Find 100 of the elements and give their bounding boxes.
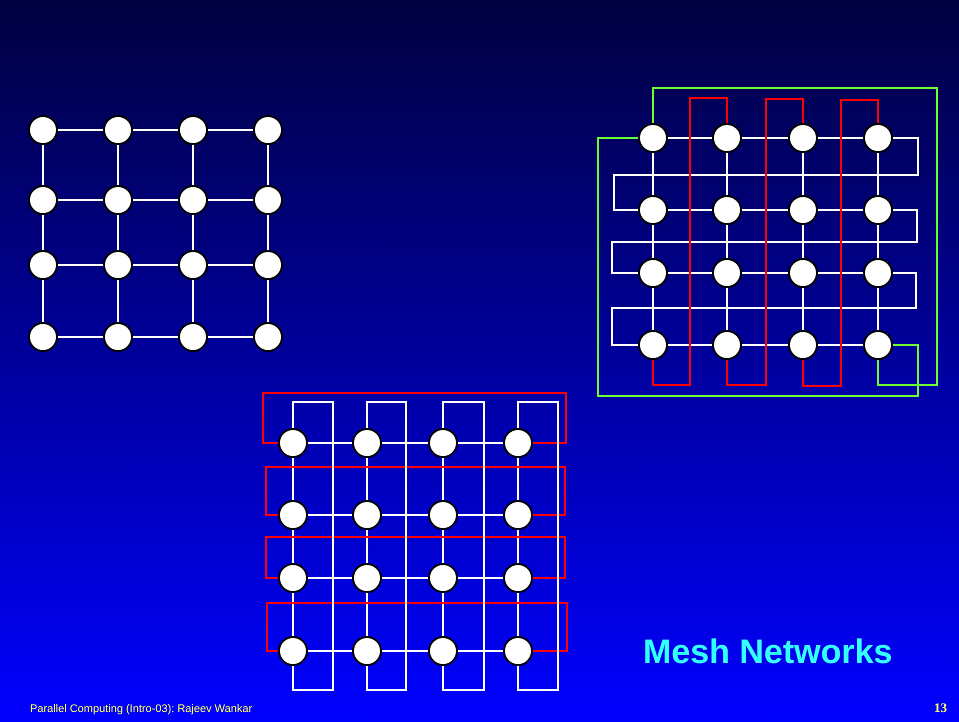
connector-line xyxy=(668,344,712,346)
connector-line xyxy=(597,137,919,397)
connector-line xyxy=(613,137,919,211)
connector-line xyxy=(877,225,879,258)
node-circle xyxy=(788,330,818,360)
node-circle xyxy=(863,195,893,225)
node-circle xyxy=(503,500,533,530)
connector-line xyxy=(208,129,253,131)
node-circle xyxy=(863,330,893,360)
connector-line xyxy=(292,458,294,500)
connector-line xyxy=(208,199,253,201)
node-circle xyxy=(103,322,133,352)
node-circle xyxy=(503,636,533,666)
node-circle xyxy=(428,636,458,666)
connector-line xyxy=(611,209,918,274)
page-number: 13 xyxy=(934,700,947,716)
connector-line xyxy=(382,442,428,444)
node-circle xyxy=(503,428,533,458)
node-circle xyxy=(28,322,58,352)
node-circle xyxy=(788,258,818,288)
node-circle xyxy=(28,115,58,145)
connector-line xyxy=(726,225,728,258)
connector-line xyxy=(366,530,368,563)
node-circle xyxy=(278,500,308,530)
node-circle xyxy=(428,563,458,593)
connector-line xyxy=(133,336,178,338)
node-circle xyxy=(638,330,668,360)
connector-line xyxy=(742,344,788,346)
connector-line xyxy=(267,280,269,322)
connector-line xyxy=(442,530,444,563)
connector-line xyxy=(442,458,444,500)
connector-line xyxy=(42,280,44,322)
connector-line xyxy=(742,137,788,139)
connector-line xyxy=(117,215,119,250)
node-circle xyxy=(638,258,668,288)
connector-line xyxy=(802,225,804,258)
connector-line xyxy=(458,514,503,516)
connector-line xyxy=(192,215,194,250)
connector-line xyxy=(802,99,879,387)
node-circle xyxy=(278,563,308,593)
connector-line xyxy=(366,593,368,636)
connector-line xyxy=(208,264,253,266)
connector-line xyxy=(292,530,294,563)
node-circle xyxy=(178,185,208,215)
slide-title: Mesh Networks xyxy=(643,633,892,672)
node-circle xyxy=(103,185,133,215)
connector-line xyxy=(742,209,788,211)
footer-text: Parallel Computing (Intro-03): Rajeev Wankar xyxy=(30,703,252,715)
connector-line xyxy=(517,530,519,563)
node-circle xyxy=(103,115,133,145)
connector-line xyxy=(58,336,103,338)
node-circle xyxy=(178,322,208,352)
connector-line xyxy=(517,401,559,691)
connector-line xyxy=(382,650,428,652)
connector-line xyxy=(42,215,44,250)
connector-line xyxy=(442,593,444,636)
connector-line xyxy=(58,129,103,131)
connector-line xyxy=(442,401,485,691)
connector-line xyxy=(668,209,712,211)
connector-line xyxy=(308,442,352,444)
node-circle xyxy=(253,322,283,352)
connector-line xyxy=(652,288,654,330)
node-circle xyxy=(178,250,208,280)
node-circle xyxy=(712,330,742,360)
connector-line xyxy=(382,514,428,516)
connector-line xyxy=(458,577,503,579)
node-circle xyxy=(503,563,533,593)
node-circle xyxy=(712,123,742,153)
connector-line xyxy=(267,215,269,250)
connector-line xyxy=(652,153,654,195)
connector-line xyxy=(818,272,863,274)
connector-line xyxy=(133,264,178,266)
node-circle xyxy=(278,428,308,458)
connector-line xyxy=(265,466,566,516)
connector-line xyxy=(117,145,119,185)
node-circle xyxy=(712,258,742,288)
connector-line xyxy=(458,650,503,652)
connector-line xyxy=(308,514,352,516)
node-circle xyxy=(352,428,382,458)
connector-line xyxy=(668,137,712,139)
connector-line xyxy=(668,272,712,274)
connector-line xyxy=(133,199,178,201)
node-circle xyxy=(638,195,668,225)
node-circle xyxy=(103,250,133,280)
node-circle xyxy=(712,195,742,225)
connector-line xyxy=(517,458,519,500)
connector-line xyxy=(458,442,503,444)
node-circle xyxy=(863,258,893,288)
connector-line xyxy=(58,264,103,266)
connector-line xyxy=(58,199,103,201)
node-circle xyxy=(253,115,283,145)
connector-line xyxy=(652,225,654,258)
node-circle xyxy=(178,115,208,145)
node-circle xyxy=(28,250,58,280)
connector-line xyxy=(292,401,334,691)
connector-line xyxy=(818,137,863,139)
node-circle xyxy=(352,636,382,666)
node-circle xyxy=(863,123,893,153)
node-circle xyxy=(253,185,283,215)
connector-line xyxy=(308,577,352,579)
